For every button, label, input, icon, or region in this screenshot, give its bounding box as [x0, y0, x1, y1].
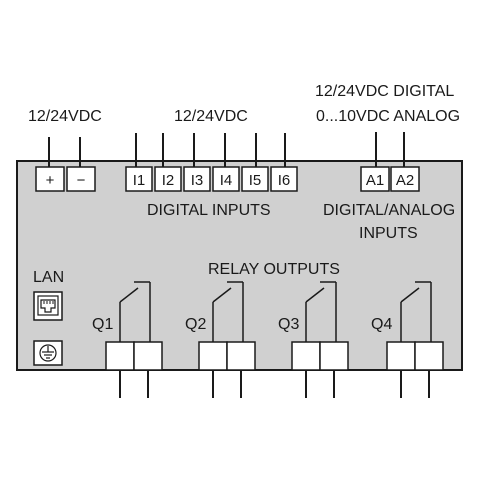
relay-q3-terminal-1: [291, 341, 321, 371]
analog-top-label-1: 12/24VDC DIGITAL: [315, 83, 454, 100]
relay-q1-terminal-2: [133, 341, 163, 371]
terminal-i2: [154, 166, 182, 192]
relay-q4-terminal-2: [414, 341, 444, 371]
terminal-minus-label: −: [77, 172, 86, 189]
terminal-i4-label: I4: [220, 172, 233, 189]
supply-label: 12/24VDC: [28, 108, 102, 125]
terminal-i4: [212, 166, 240, 192]
terminal-i2-label: I2: [162, 172, 175, 189]
terminal-minus: [66, 166, 96, 192]
terminal-i1-label: I1: [133, 172, 146, 189]
ethernet-port-icon: [33, 291, 63, 321]
relay-q3-terminal-2: [319, 341, 349, 371]
inputs-supply-label: 12/24VDC: [174, 108, 248, 125]
terminal-a1-label: A1: [366, 172, 384, 189]
ground-icon: [33, 340, 63, 366]
relay-q2-terminal-2: [226, 341, 256, 371]
terminal-a1: [360, 166, 390, 192]
terminal-plus: [35, 166, 65, 192]
relay-q4-label: Q4: [371, 316, 392, 333]
terminal-a2: [390, 166, 420, 192]
terminal-i1: [125, 166, 153, 192]
relay-q2-terminal-1: [198, 341, 228, 371]
analog-inputs-label-2: INPUTS: [359, 225, 418, 242]
relay-q3-label: Q3: [278, 316, 299, 333]
relay-q1-label: Q1: [92, 316, 113, 333]
relay-outputs-label: RELAY OUTPUTS: [208, 261, 340, 278]
terminal-plus-label: +: [46, 172, 55, 189]
relay-q3-contact: [305, 281, 337, 342]
lan-label: LAN: [33, 269, 64, 286]
relay-q2-contact: [212, 281, 244, 342]
terminal-i5-label: I5: [249, 172, 262, 189]
terminal-i3: [183, 166, 211, 192]
terminal-i5: [241, 166, 269, 192]
relay-q1-contact: [119, 281, 151, 342]
analog-top-label-2: 0...10VDC ANALOG: [316, 108, 460, 125]
relay-q4-contact: [400, 281, 432, 342]
terminal-i6-label: I6: [278, 172, 291, 189]
relay-q4-terminal-1: [386, 341, 416, 371]
terminal-i3-label: I3: [191, 172, 204, 189]
analog-inputs-label-1: DIGITAL/ANALOG: [323, 202, 455, 219]
device-body: [16, 160, 463, 371]
relay-q1-terminal-1: [105, 341, 135, 371]
digital-inputs-label: DIGITAL INPUTS: [147, 202, 271, 219]
terminal-i6: [270, 166, 298, 192]
relay-q2-label: Q2: [185, 316, 206, 333]
terminal-a2-label: A2: [396, 172, 414, 189]
